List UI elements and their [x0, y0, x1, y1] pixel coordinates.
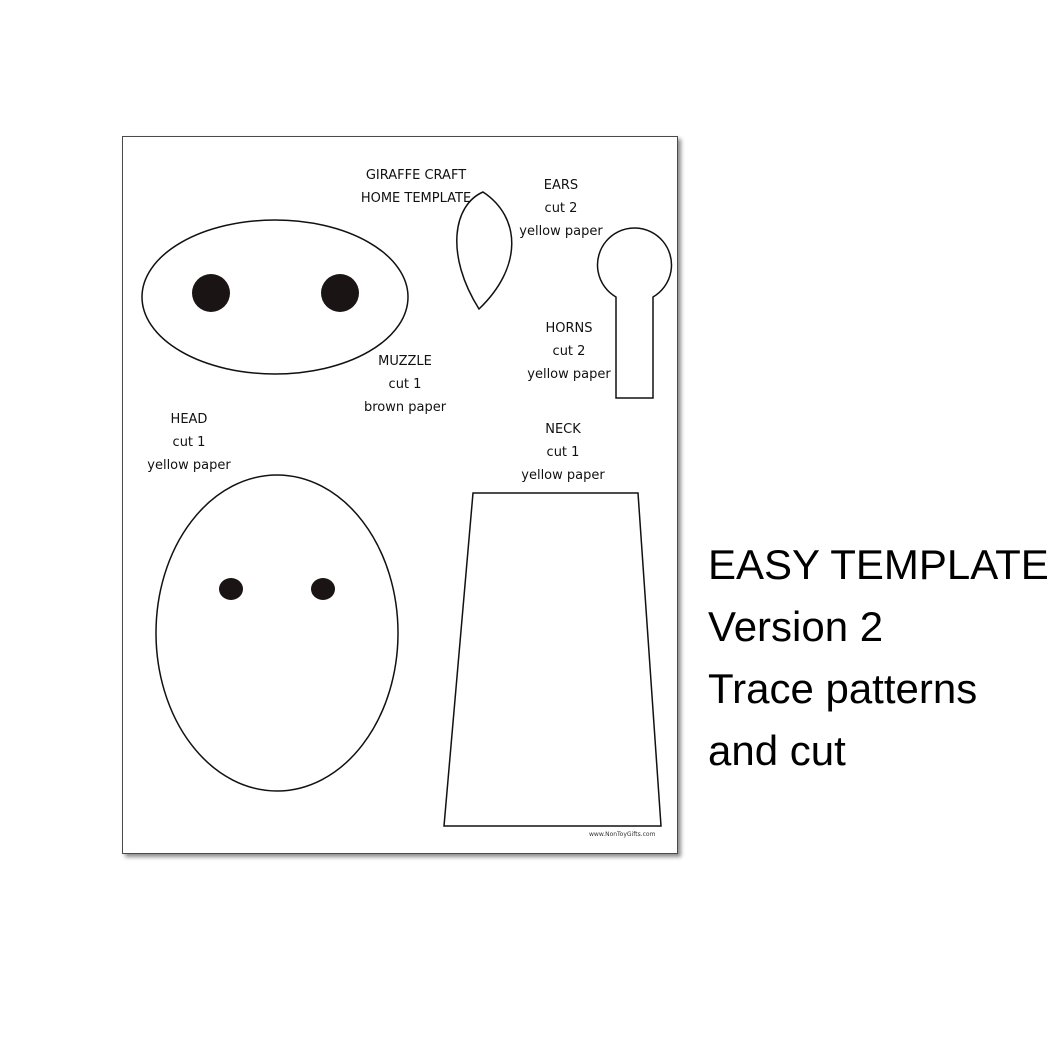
muzzle-label: MUZZLE cut 1 brown paper [355, 350, 455, 419]
sheet-title: GIRAFFE CRAFT HOME TEMPLATE [341, 164, 491, 210]
muzzle-name: MUZZLE [378, 354, 432, 369]
neck-count: cut 1 [546, 445, 580, 460]
head-count: cut 1 [172, 435, 206, 450]
muzzle-material: brown paper [363, 400, 447, 415]
horn-group [596, 227, 673, 399]
template-sheet: GIRAFFE CRAFT HOME TEMPLATE EARS cut 2 y… [122, 136, 678, 854]
caption-line3: Trace patterns [708, 665, 978, 712]
ears-name: EARS [543, 178, 579, 193]
ears-label: EARS cut 2 yellow paper [511, 174, 611, 243]
ears-material: yellow paper [519, 224, 603, 239]
muzzle-count: cut 1 [388, 377, 422, 392]
head-shape [155, 474, 399, 792]
head-eye-right [311, 578, 335, 600]
neck-name: NECK [545, 422, 581, 437]
muzzle-nostril-right [321, 274, 359, 312]
website-footer: www.NonToyGifts.com [589, 831, 656, 838]
caption-line1: EASY TEMPLATE [708, 541, 1049, 588]
horns-name: HORNS [545, 321, 593, 336]
head-material: yellow paper [147, 458, 231, 473]
muzzle-nostril-left [192, 274, 230, 312]
neck-label: NECK cut 1 yellow paper [513, 418, 613, 487]
horns-label: HORNS cut 2 yellow paper [519, 317, 619, 386]
sheet-title-line1: GIRAFFE CRAFT [365, 168, 467, 183]
neck-material: yellow paper [521, 468, 605, 483]
ear-shape [456, 191, 513, 311]
head-name: HEAD [170, 412, 208, 427]
head-label: HEAD cut 1 yellow paper [139, 408, 239, 477]
ears-count: cut 2 [544, 201, 578, 216]
caption-block: EASY TEMPLATE Version 2 Trace patterns a… [708, 534, 1049, 782]
sheet-title-line2: HOME TEMPLATE [360, 191, 472, 206]
muzzle-shape [141, 219, 409, 375]
head-eye-left [219, 578, 243, 600]
horns-material: yellow paper [527, 367, 611, 382]
caption-line2: Version 2 [708, 603, 884, 650]
horns-count: cut 2 [552, 344, 586, 359]
pattern-shapes [141, 191, 673, 827]
caption-line4: and cut [708, 727, 846, 774]
neck-shape [443, 492, 662, 827]
